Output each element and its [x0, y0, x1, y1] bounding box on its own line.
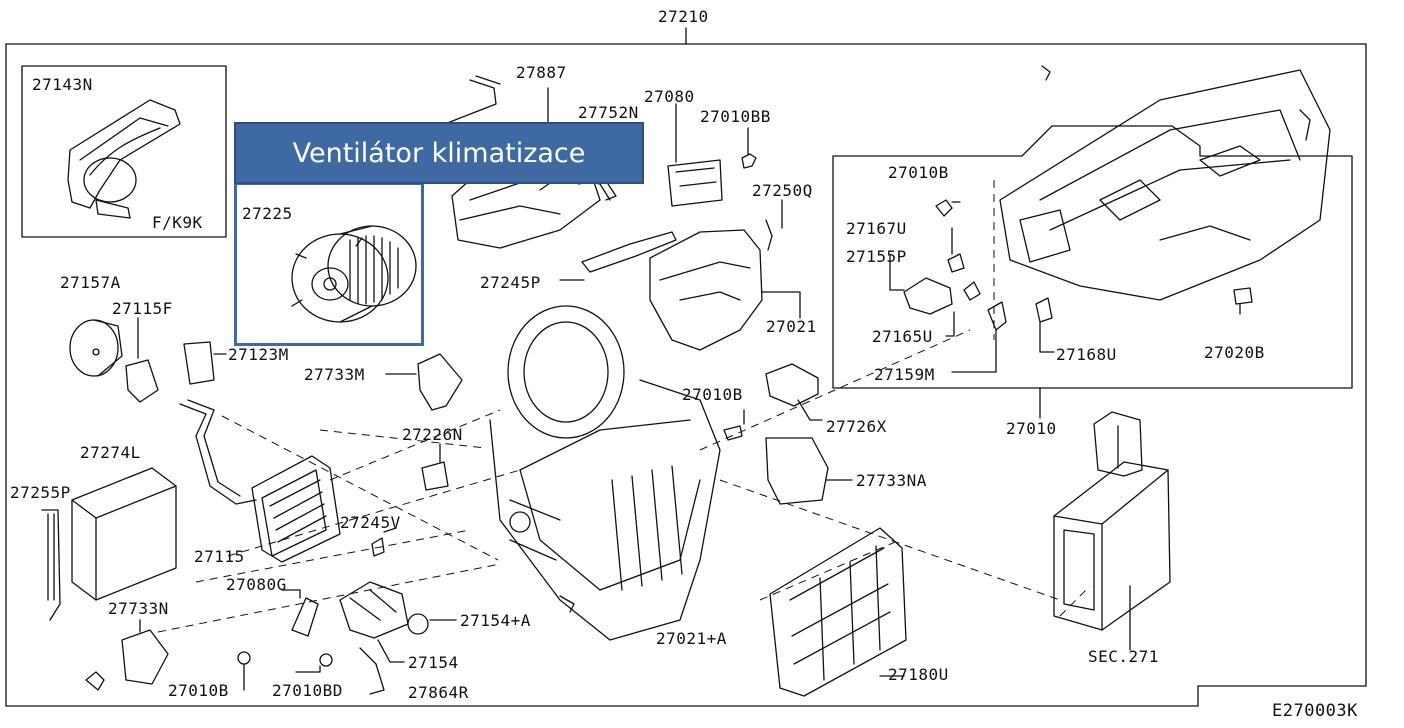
dashed-leader-4: [227, 469, 521, 557]
label-27143N: 27143N: [32, 75, 93, 94]
label-27155P: 27155P: [846, 247, 907, 266]
dashed-leader-8: [699, 329, 971, 451]
label-27010B-mid: 27010B: [682, 385, 743, 404]
dashed-leader-2: [329, 409, 501, 481]
part-27245V-sketch: [371, 527, 397, 557]
evaporator-27115-sketch: [251, 455, 341, 563]
label-27010B-inset: 27010B: [888, 163, 949, 182]
part-27733NA-sketch: [765, 437, 853, 505]
actuator-27080-sketch: [605, 103, 757, 207]
highlight-box-blower: [234, 182, 424, 346]
label-27010BD: 27010BD: [272, 681, 343, 700]
label-27245V: 27245V: [340, 513, 401, 532]
label-27210: 27210: [658, 7, 709, 26]
filter-bracket-sketch: [67, 99, 181, 219]
blower-banner: Ventilátor klimatizace: [234, 122, 644, 184]
label-27726X: 27726X: [826, 417, 887, 436]
label-27887: 27887: [516, 63, 567, 82]
left-parts-sketch: [69, 317, 257, 505]
dashed-leader-5: [157, 563, 501, 633]
label-27010BB: 27010BB: [700, 107, 771, 126]
label-27154a: 27154+A: [460, 611, 531, 630]
label-27020B: 27020B: [1204, 343, 1265, 362]
label-27165U: 27165U: [872, 327, 933, 346]
label-27255P: 27255P: [10, 483, 71, 502]
label-27080G: 27080G: [226, 575, 287, 594]
heater-core-sketch: [1053, 411, 1171, 651]
label-27733M: 27733M: [304, 365, 365, 384]
part-27080G-sketch: [281, 589, 319, 637]
inset-small-parts-sketch: [889, 199, 1055, 373]
label-27245P: 27245P: [480, 273, 541, 292]
label-27115: 27115: [194, 547, 245, 566]
label-27010B-bottom: 27010B: [168, 681, 229, 700]
part-27733N-sketch: [85, 619, 169, 691]
blower-fan-sketch: [291, 225, 417, 323]
dashed-leader-11: [1059, 585, 1091, 617]
inset-27143N-frame: [21, 65, 227, 238]
label-27154: 27154: [408, 653, 459, 672]
label-27021: 27021: [766, 317, 817, 336]
dashed-leader-7: [719, 479, 1061, 601]
label-27250Q: 27250Q: [752, 181, 813, 200]
dashed-leader-6: [195, 529, 471, 583]
label-27157A: 27157A: [60, 273, 121, 292]
hvac-housing-sketch: [489, 305, 721, 641]
part-27733M-sketch: [385, 353, 463, 411]
label-27864R: 27864R: [408, 683, 469, 702]
main-frame: [5, 43, 1367, 707]
part-27245P-sketch: [559, 231, 677, 281]
label-27123M: 27123M: [228, 345, 289, 364]
label-27115F: 27115F: [112, 299, 173, 318]
inset-right-frame: [832, 125, 1353, 389]
part-27154-sketch: [237, 581, 457, 695]
dashed-leader-9: [759, 539, 901, 601]
drawing-code: E270003K: [1272, 701, 1358, 721]
filter-27274L-sketch: [41, 467, 177, 621]
label-sec271: SEC.271: [1088, 647, 1159, 666]
label-27180U: 27180U: [888, 665, 949, 684]
part-27726X-sketch: [723, 363, 823, 441]
label-27080: 27080: [644, 87, 695, 106]
label-27733NA: 27733NA: [856, 471, 927, 490]
label-fk9k: F/K9K: [152, 213, 203, 232]
label-27733N: 27733N: [108, 599, 169, 618]
heater-unit-inset-sketch: [999, 65, 1331, 315]
label-27752N: 27752N: [578, 103, 639, 122]
part-27226N-sketch: [421, 443, 449, 491]
label-27274L: 27274L: [80, 443, 141, 462]
grille-27180U-sketch: [769, 527, 907, 697]
label-27010: 27010: [1006, 419, 1057, 438]
blower-banner-text: Ventilátor klimatizace: [292, 137, 586, 169]
dashed-leader-1: [221, 415, 499, 561]
label-27225: 27225: [242, 204, 293, 223]
housing-27021-sketch: [649, 199, 801, 351]
label-27159M: 27159M: [874, 365, 935, 384]
label-27226N: 27226N: [402, 425, 463, 444]
label-27167U: 27167U: [846, 219, 907, 238]
label-27021a: 27021+A: [656, 629, 727, 648]
label-27168U: 27168U: [1056, 345, 1117, 364]
